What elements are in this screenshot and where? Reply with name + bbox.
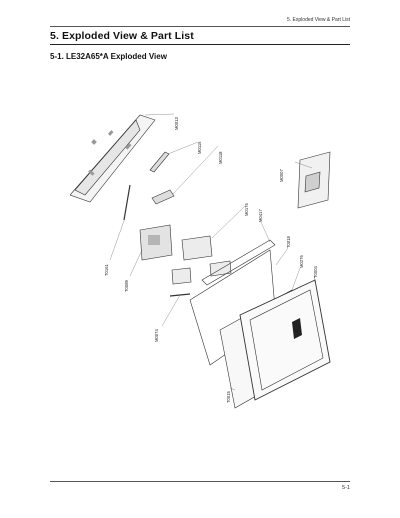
page-number: 5-1: [342, 485, 350, 491]
exploded-view-drawing: M0013 M0115 M0118 M0007 M0176 M0417 T001…: [70, 113, 331, 409]
part-callouts: M0013 M0115 M0118 M0007 M0176 M0417 T001…: [104, 117, 318, 403]
callout-label: T0089: [124, 279, 129, 292]
exploded-view-diagram: M0013 M0115 M0118 M0007 M0176 M0417 T001…: [70, 90, 340, 420]
chapter-title: 5. Exploded View & Part List: [50, 30, 350, 45]
callout-label: M0074: [154, 329, 159, 342]
stand-part: [297, 151, 331, 209]
main-board-part: [139, 224, 173, 261]
callout-label: M0115: [197, 141, 202, 154]
callout-label: M0007: [279, 169, 284, 182]
side-bracket-part: [123, 184, 131, 221]
callout-label: T0015: [226, 390, 231, 403]
middle-frame-part: [201, 239, 276, 286]
small-board-part: [171, 267, 192, 285]
callout-label: T0004: [313, 265, 318, 278]
front-bezel-part: [239, 279, 331, 401]
callout-label: M0118: [218, 151, 223, 164]
header-rule: [50, 26, 350, 27]
callout-label: T0161: [104, 263, 109, 276]
callout-label: M0176: [244, 203, 249, 216]
callout-label: T0018: [286, 235, 291, 248]
callout-label: M0013: [174, 117, 179, 130]
footer-rule: [50, 481, 350, 482]
bracket-part: [149, 151, 170, 173]
power-board-part: [181, 235, 213, 261]
speaker-bracket-part: [151, 189, 175, 205]
callout-label: M0417: [258, 209, 263, 222]
section-title: 5-1. LE32A65*A Exploded View: [50, 52, 167, 61]
callout-label: M0276: [299, 255, 304, 268]
running-header: 5. Exploded View & Part List: [287, 17, 350, 23]
rear-cover-part: [70, 114, 156, 203]
